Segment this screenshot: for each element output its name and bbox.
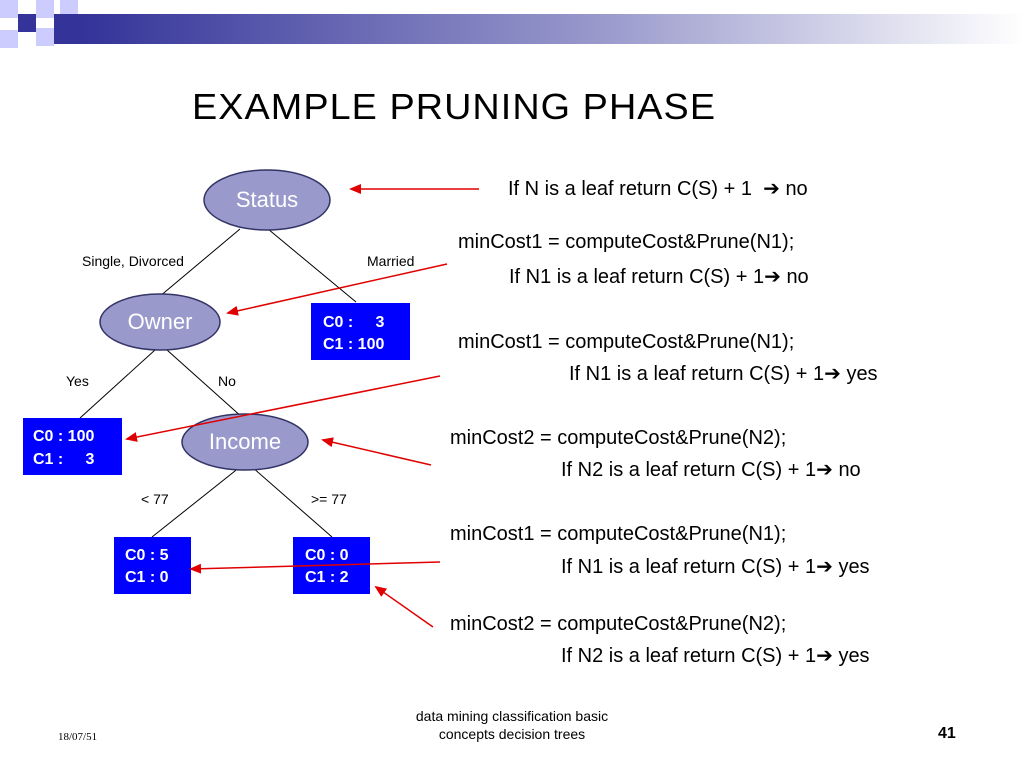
edge-label-single-divorced: Single, Divorced: [82, 253, 184, 269]
step-5-result: yes: [838, 556, 870, 578]
edge-owner-yes: [79, 349, 156, 419]
step-6-line1: minCost2 = computeCost&Prune(N2);: [450, 613, 787, 635]
step-2-line1: minCost1 = computeCost&Prune(N1);: [458, 231, 795, 253]
edge-label-ge77: >= 77: [311, 491, 347, 507]
step-2-condition: If N1 is a leaf return C(S) + 1: [509, 266, 765, 288]
node-income: Income: [181, 413, 309, 471]
step-3-condition: If N1 is a leaf return C(S) + 1: [569, 363, 825, 385]
leaf-lt77-c1: C1 : 0: [125, 569, 169, 586]
node-status: Status: [203, 169, 331, 231]
step-1-result: no: [785, 178, 808, 200]
edge-label-lt77: < 77: [141, 491, 169, 507]
leaf-ge77-c0: C0 : 0: [305, 547, 349, 564]
right-arrow-icon: ➔: [763, 176, 780, 200]
right-arrow-icon: ➔: [824, 361, 841, 385]
step-4-line2: If N2 is a leaf return C(S) + 1➔ no: [561, 457, 861, 482]
pointer-arrows: [125, 184, 479, 628]
step-4-result: no: [838, 459, 861, 481]
leaf-yes-c0: C0 : 100: [33, 428, 94, 445]
right-arrow-icon: ➔: [816, 554, 833, 578]
leaf-married-c1: C1 : 100: [323, 336, 384, 353]
footer-caption-line2: concepts decision trees: [438, 726, 586, 742]
node-owner-label: Owner: [128, 309, 193, 334]
leaf-married-c0: C0 : 3: [323, 314, 384, 331]
edge-income-ge77: [251, 466, 333, 538]
edge-owner-income: [166, 349, 244, 419]
right-arrow-icon: ➔: [764, 264, 781, 288]
header-decoration: [0, 0, 1024, 48]
tree-edges: [79, 228, 357, 538]
step-2-line2: If N1 is a leaf return C(S) + 1➔ no: [509, 264, 809, 289]
step-4-line1: minCost2 = computeCost&Prune(N2);: [450, 427, 787, 449]
edge-label-married: Married: [367, 253, 414, 269]
pointer-arrow-owner: [226, 263, 448, 316]
step-3-line1: minCost1 = computeCost&Prune(N1);: [458, 331, 795, 353]
leaf-lt77-c0: C0 : 5: [125, 547, 169, 564]
step-6-line2: If N2 is a leaf return C(S) + 1➔ yes: [561, 643, 870, 668]
step-2-result: no: [786, 266, 809, 288]
node-status-label: Status: [236, 187, 298, 212]
step-5-line2: If N1 is a leaf return C(S) + 1➔ yes: [561, 554, 870, 579]
pointer-arrow-lt77-leaf: [189, 561, 441, 574]
edge-label-no: No: [218, 373, 236, 389]
edge-status-owner: [152, 228, 241, 303]
edge-income-lt77: [151, 466, 241, 538]
pointer-arrow-yes-leaf: [125, 375, 441, 442]
right-arrow-icon: ➔: [816, 457, 833, 481]
edge-label-yes: Yes: [66, 373, 89, 389]
footer-caption-line1: data mining classification basic: [415, 708, 609, 724]
footer-caption: data mining classification basic concept…: [352, 707, 672, 743]
node-owner: Owner: [99, 293, 221, 351]
leaf-lt77: C0 : 5 C1 : 0: [114, 537, 191, 594]
step-6-condition: If N2 is a leaf return C(S) + 1: [561, 645, 817, 667]
pointer-arrow-income: [321, 437, 432, 466]
leaf-married: C0 : 3 C1 : 100: [311, 303, 410, 360]
step-5-condition: If N1 is a leaf return C(S) + 1: [561, 556, 817, 578]
step-4-condition: If N2 is a leaf return C(S) + 1: [561, 459, 817, 481]
footer-date: 18/07/51: [58, 731, 98, 743]
step-5-line1: minCost1 = computeCost&Prune(N1);: [450, 523, 787, 545]
step-3-line2: If N1 is a leaf return C(S) + 1➔ yes: [569, 361, 878, 386]
page-number: 41: [938, 725, 956, 742]
leaf-yes-c1: C1 : 3: [33, 451, 94, 468]
slide-title: Example Pruning Phase: [192, 86, 717, 127]
pointer-arrow-ge77-leaf: [374, 585, 434, 628]
step-1-line1: If N is a leaf return C(S) + 1 ➔ no: [508, 176, 808, 201]
leaf-yes: C0 : 100 C1 : 3: [23, 418, 122, 475]
leaf-ge77-c1: C1 : 2: [305, 569, 349, 586]
step-6-result: yes: [838, 645, 870, 667]
step-1-condition: If N is a leaf return C(S) + 1: [508, 178, 752, 200]
edge-status-married: [267, 228, 357, 303]
node-income-label: Income: [209, 429, 281, 454]
step-3-result: yes: [846, 363, 878, 385]
right-arrow-icon: ➔: [816, 643, 833, 667]
